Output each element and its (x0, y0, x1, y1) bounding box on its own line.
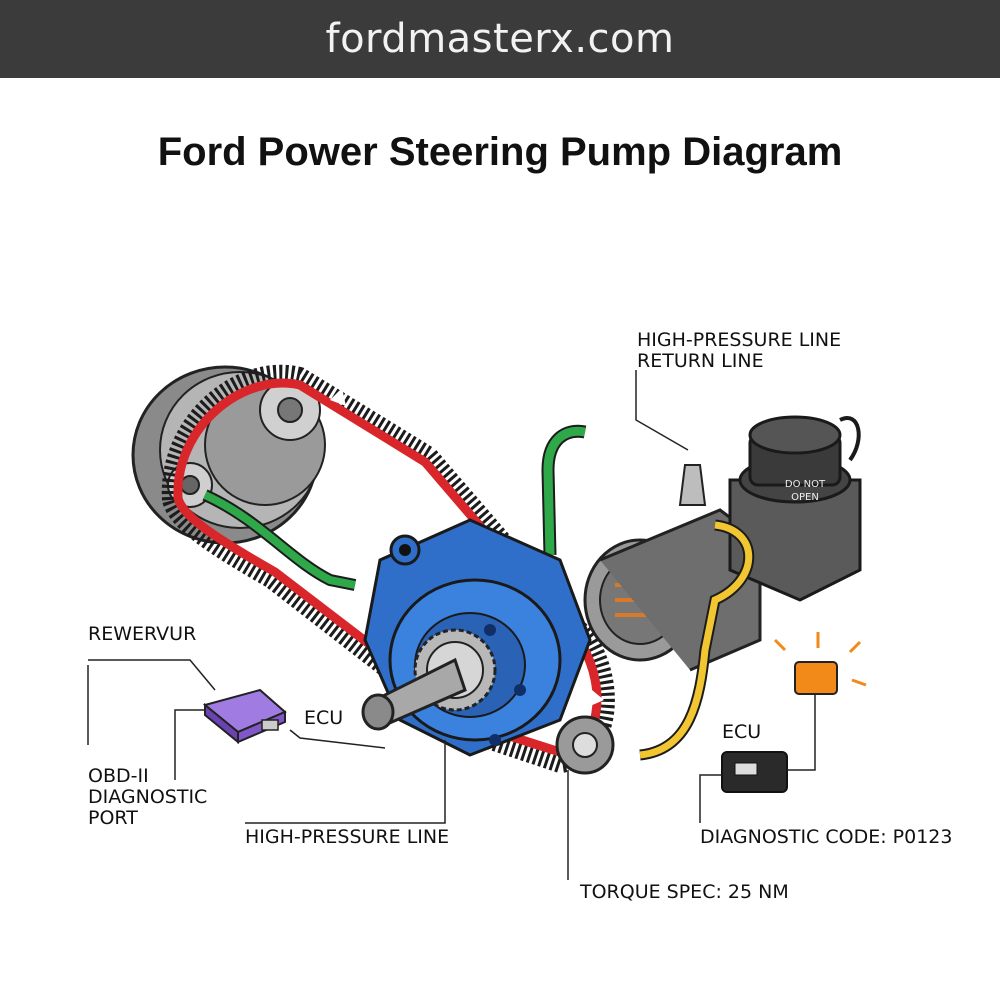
label-high-pressure-return: HIGH-PRESSURE LINE RETURN LINE (637, 330, 841, 372)
label-obd-line3: PORT (88, 807, 138, 829)
leader-lines (87, 370, 816, 880)
pump-gear (361, 628, 497, 731)
label-reservoir: REWERVUR (88, 623, 197, 645)
alternator (583, 508, 762, 672)
yellow-line (639, 519, 755, 761)
page-title: Ford Power Steering Pump Diagram (157, 130, 843, 174)
label-high-pressure-line: HIGH-PRESSURE LINE (245, 826, 450, 848)
label-obd-line1: OBD-II (88, 765, 149, 787)
label-high-pressure-line-top: HIGH-PRESSURE LINE (637, 329, 842, 351)
cap-warning-line1: DO NOT (785, 479, 826, 490)
cap-warning-line2: OPEN (791, 492, 819, 503)
ecu-module-left (202, 688, 287, 745)
ecu-module-right (721, 751, 788, 793)
reservoir-tank: DO NOT OPEN (678, 415, 862, 602)
warning-light (773, 632, 867, 695)
idler-pulley (555, 715, 615, 775)
label-ecu-right: ECU (722, 721, 762, 743)
label-obd-port: OBD-II DIAGNOSTIC PORT (88, 766, 207, 829)
green-hose (202, 424, 587, 591)
label-ecu-left: ECU (304, 707, 344, 729)
drive-belt (161, 364, 615, 774)
site-domain: fordmasterx.com (325, 16, 675, 62)
label-return-line: RETURN LINE (637, 350, 764, 372)
label-torque-spec: TORQUE SPEC: 25 NM (580, 881, 789, 903)
label-diagnostic-code: DIAGNOSTIC CODE: P0123 (700, 826, 953, 848)
site-banner: fordmasterx.com (0, 0, 1000, 78)
label-obd-line2: DIAGNOSTIC (88, 786, 208, 808)
crank-pulley (131, 365, 326, 545)
